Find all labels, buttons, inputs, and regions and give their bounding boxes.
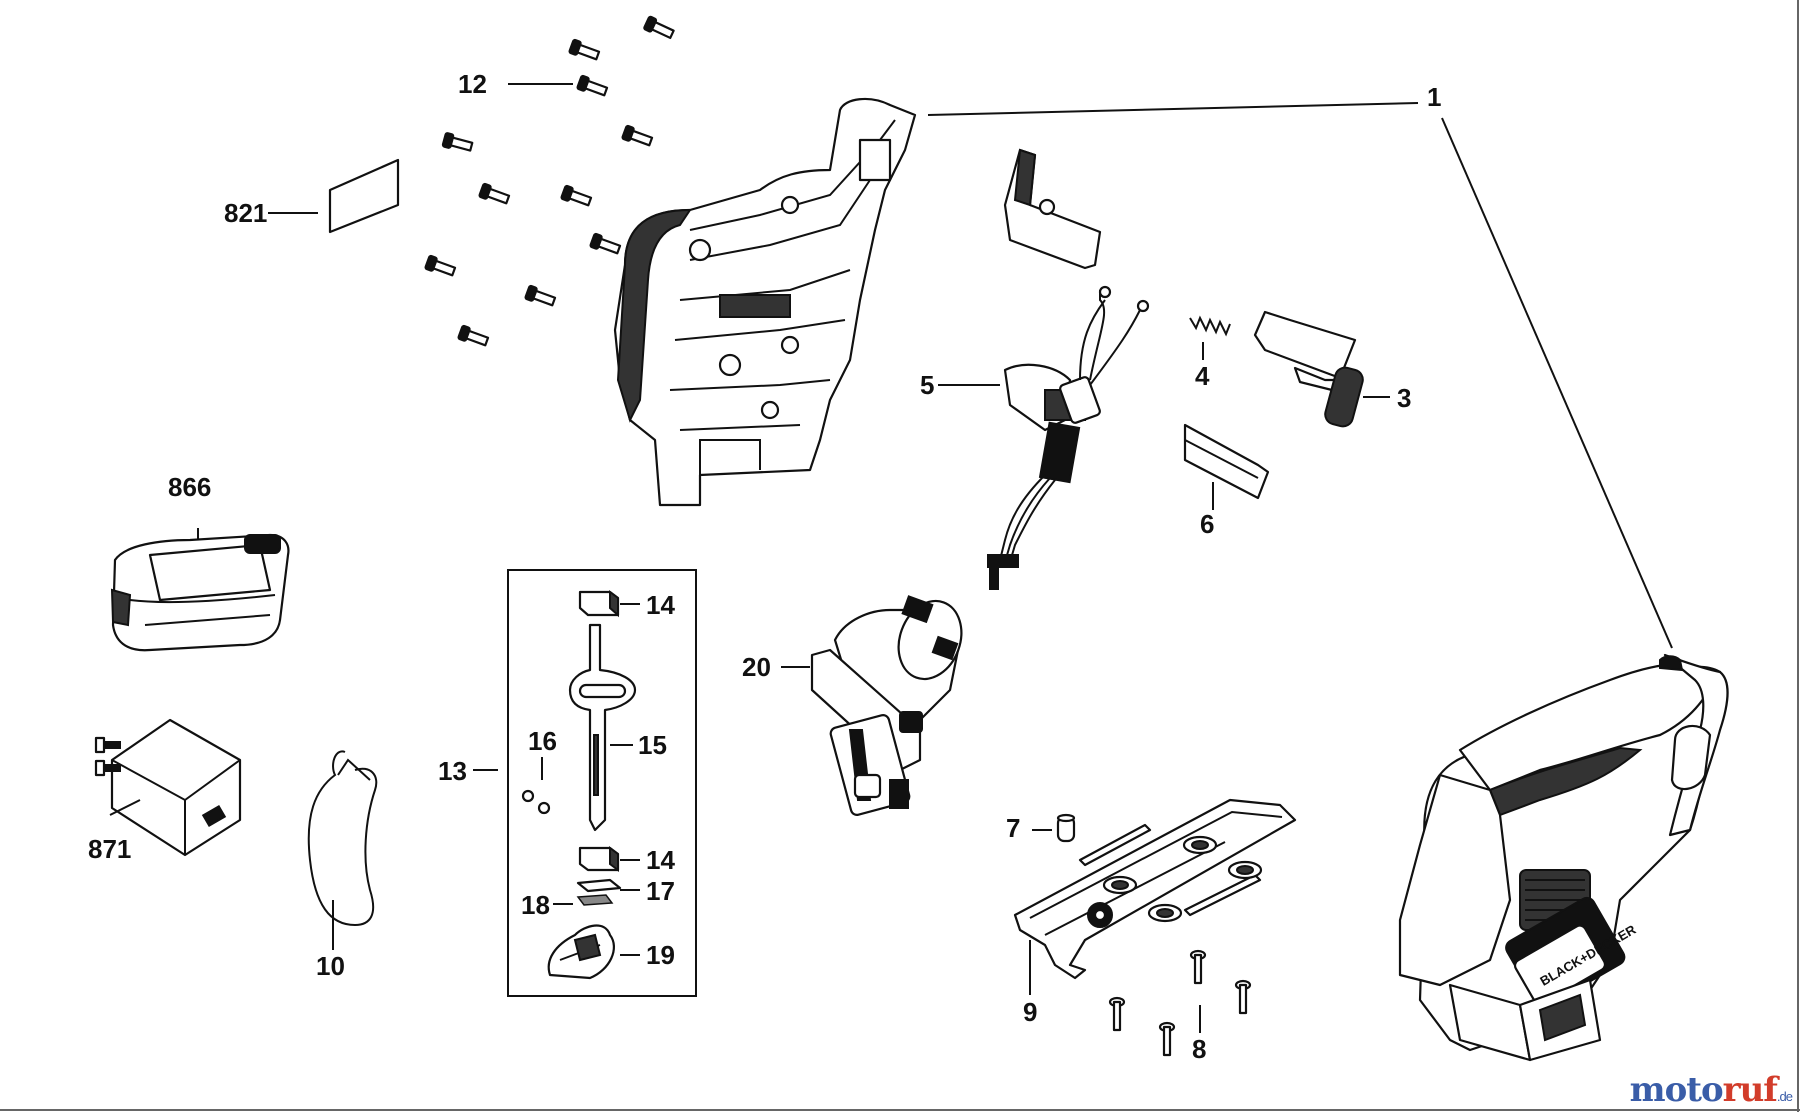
label-19: 19 bbox=[646, 940, 675, 970]
housing-half bbox=[613, 97, 917, 507]
label-17: 17 bbox=[646, 876, 675, 906]
kit-parts bbox=[521, 590, 637, 980]
label-10: 10 bbox=[316, 951, 345, 981]
watermark-part-c: .de bbox=[1776, 1089, 1793, 1104]
label-15: 15 bbox=[638, 730, 667, 760]
watermark-logo: motoruf.de bbox=[1629, 1070, 1793, 1110]
watermark-part-b: ruf bbox=[1722, 1070, 1778, 1110]
watermark-part-a: moto bbox=[1629, 1070, 1724, 1110]
label-7: 7 bbox=[1006, 813, 1020, 843]
label-6: 6 bbox=[1200, 509, 1214, 539]
label-9: 9 bbox=[1023, 997, 1037, 1027]
switch-lock-part bbox=[1003, 148, 1102, 270]
label-14a: 14 bbox=[646, 590, 675, 620]
jigsaw-assembled: BLACK+DECKER bbox=[1398, 653, 1729, 1062]
cover-6 bbox=[1183, 423, 1270, 500]
label-871: 871 bbox=[88, 834, 131, 864]
kit-box-13 bbox=[507, 569, 697, 997]
label-13: 13 bbox=[438, 756, 467, 786]
label-866: 866 bbox=[168, 472, 211, 502]
label-plate-821 bbox=[328, 158, 400, 234]
shoe-9 bbox=[1013, 798, 1297, 980]
spring-4 bbox=[1189, 315, 1231, 337]
label-8: 8 bbox=[1192, 1034, 1206, 1064]
charger-871 bbox=[94, 718, 242, 857]
screws-8 bbox=[1108, 949, 1252, 1057]
label-12: 12 bbox=[458, 69, 487, 99]
label-18: 18 bbox=[521, 890, 550, 920]
label-1: 1 bbox=[1427, 82, 1441, 112]
label-3: 3 bbox=[1397, 383, 1411, 413]
label-4: 4 bbox=[1195, 361, 1210, 391]
part-labels: 1 3 4 5 6 7 8 9 10 12 13 14 14 15 16 17 … bbox=[88, 69, 1441, 1064]
motor-20 bbox=[810, 595, 963, 816]
label-5: 5 bbox=[920, 370, 934, 400]
screws-12 bbox=[424, 15, 675, 347]
label-821: 821 bbox=[224, 198, 267, 228]
label-14b: 14 bbox=[646, 845, 675, 875]
switch-5 bbox=[987, 285, 1150, 590]
leader-lines bbox=[109, 83, 1673, 1033]
pin-7 bbox=[1056, 813, 1076, 843]
clip-10 bbox=[307, 750, 378, 927]
label-16: 16 bbox=[528, 726, 557, 756]
label-20: 20 bbox=[742, 652, 771, 682]
battery-866 bbox=[110, 533, 290, 652]
lock-button-3 bbox=[1253, 310, 1364, 428]
